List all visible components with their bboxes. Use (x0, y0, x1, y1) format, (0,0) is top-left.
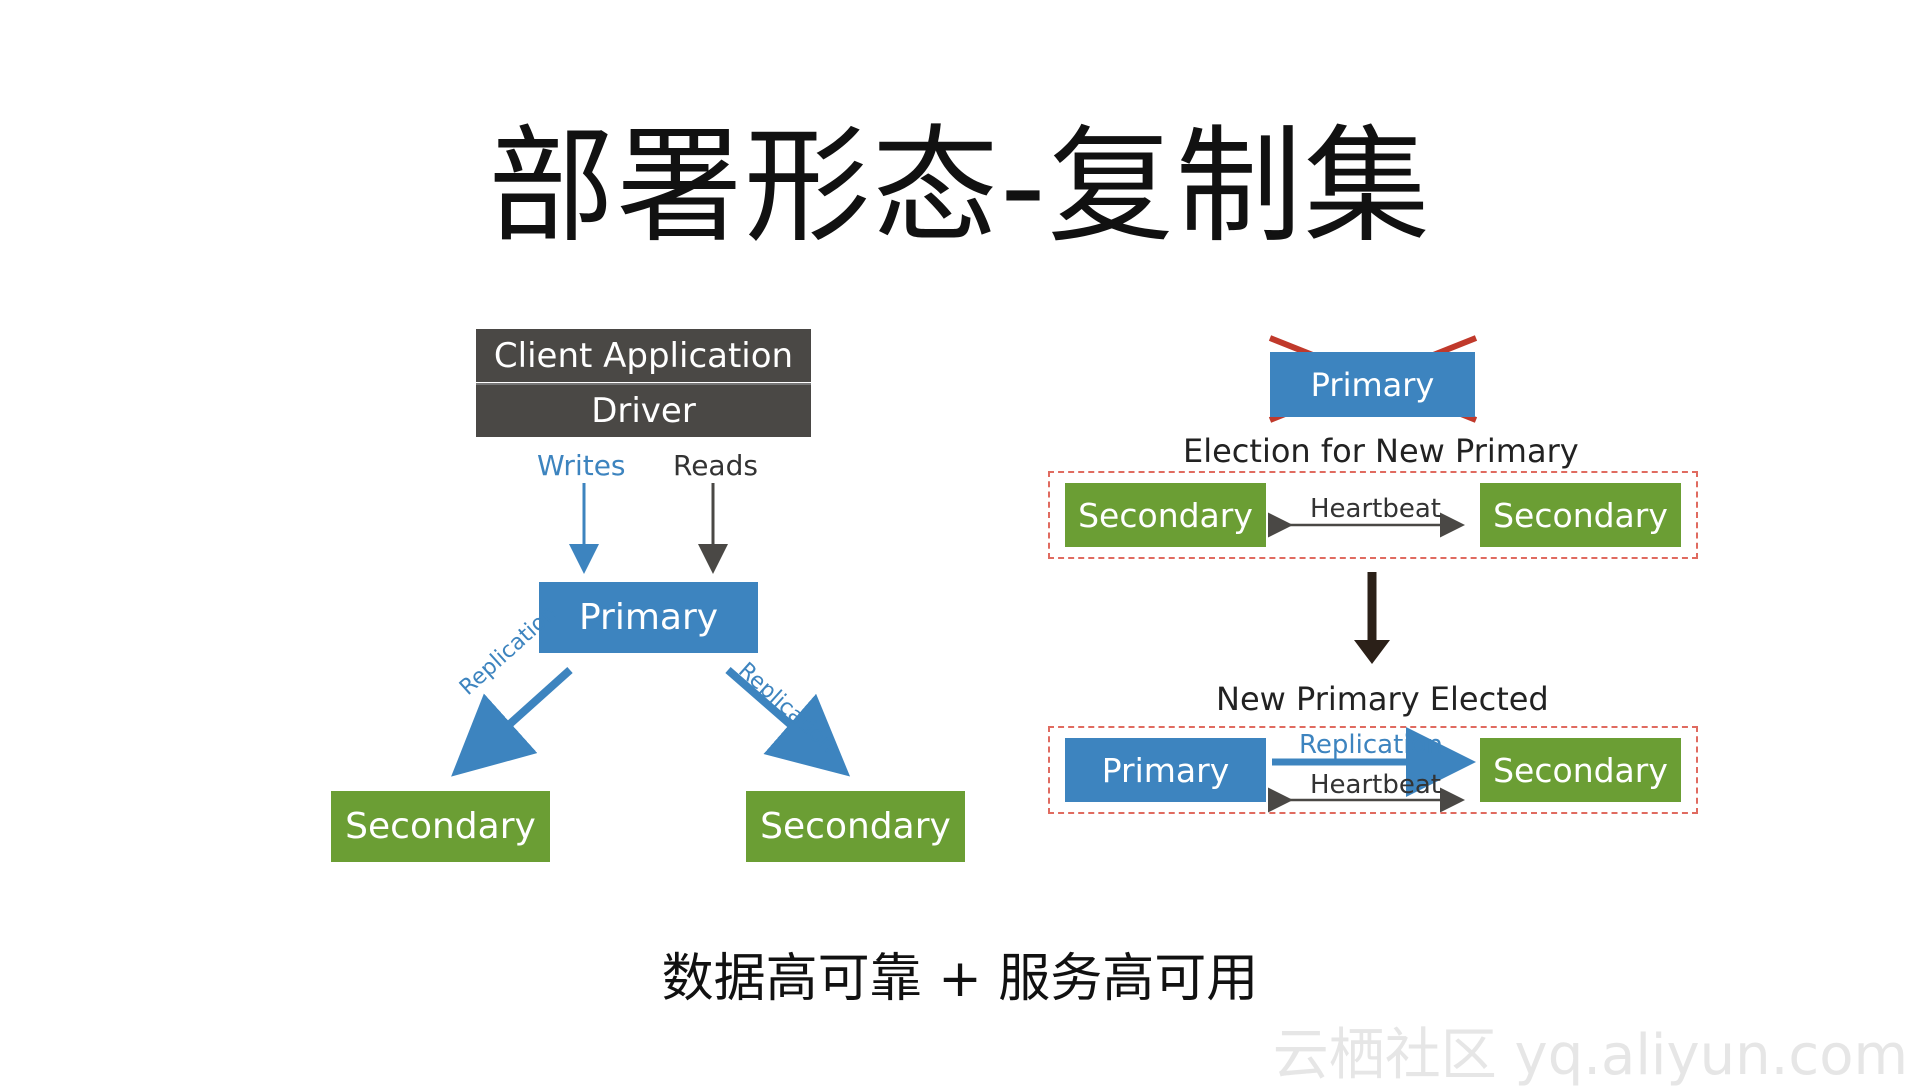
bottom-secondary-node: Secondary (1480, 738, 1681, 802)
footer-caption: 数据高可靠 + 服务高可用 (661, 949, 1259, 1009)
client-application-box: Client Application (476, 329, 811, 382)
driver-box: Driver (476, 383, 811, 437)
secondary-node-right: Secondary (746, 791, 965, 862)
election-group-border (1048, 471, 1698, 559)
election-label: Election for New Primary (1183, 432, 1579, 470)
top-secondary-left: Secondary (1065, 483, 1266, 547)
page-title: 部署形态-复制集 (488, 113, 1432, 260)
failed-primary-node: Primary (1270, 352, 1475, 417)
bottom-replication-label: Replication (1299, 730, 1443, 760)
replication-arrow-left (451, 667, 573, 777)
elected-group-border (1048, 726, 1698, 814)
replication-arrow-right (725, 666, 851, 777)
secondary-node-left: Secondary (331, 791, 550, 862)
watermark: 云栖社区 yq.aliyun.com (1272, 1023, 1908, 1088)
reads-label: Reads (673, 449, 758, 482)
primary-node: Primary (539, 582, 758, 653)
writes-label: Writes (537, 449, 626, 482)
elected-label: New Primary Elected (1216, 680, 1549, 718)
bottom-primary-node: Primary (1065, 738, 1266, 802)
top-secondary-right: Secondary (1480, 483, 1681, 547)
election-down-arrowhead (1354, 640, 1390, 664)
top-heartbeat-label: Heartbeat (1310, 494, 1441, 524)
bottom-heartbeat-label: Heartbeat (1310, 770, 1441, 800)
